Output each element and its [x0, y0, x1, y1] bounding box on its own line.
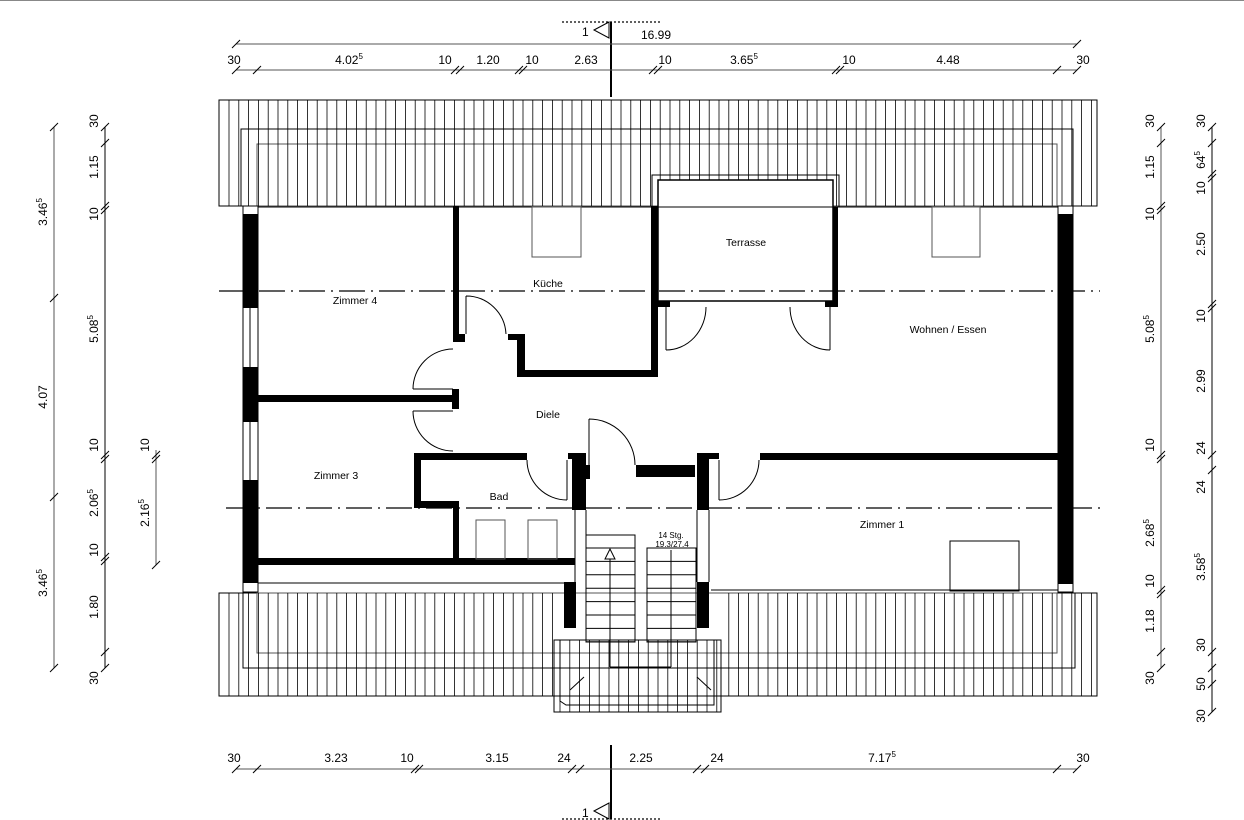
dim-left-inner-0: 30 [87, 114, 101, 128]
dim-right-outer-0: 30 [1194, 114, 1208, 128]
dim-left-inner-7: 1.80 [87, 595, 101, 619]
slope-lines [219, 290, 1100, 509]
dim-right-outer-4: 10 [1194, 309, 1208, 323]
dim-right-inner-8: 30 [1143, 671, 1157, 685]
dim-right-inner-0: 30 [1143, 114, 1157, 128]
room-labels: Zimmer 4 Küche Terrasse Wohnen / Essen D… [314, 237, 987, 531]
dim-left-inner-1: 1.15 [87, 155, 101, 179]
dim-bottom-0: 30 [227, 751, 241, 765]
dim-top-7: 3.655 [730, 52, 758, 67]
stair-ratio: 19.3/27.4 [655, 540, 689, 549]
dim-top-total: 16.99 [641, 28, 671, 42]
stair-step-count: 14 Stg. [658, 531, 683, 540]
dim-bottom-7: 7.175 [868, 750, 896, 765]
dim-left-inner-3: 5.085 [86, 315, 101, 343]
dim-right-outer-9: 30 [1194, 638, 1208, 652]
dim-left-outer-1: 4.07 [36, 385, 50, 409]
dim-top-4: 10 [525, 53, 539, 67]
interior-walls [258, 206, 1058, 628]
dim-left-inner-6: 10 [87, 543, 101, 557]
dim-top-5: 2.63 [574, 53, 598, 67]
room-label-zimmer3: Zimmer 3 [314, 470, 358, 482]
dim-bottom-8: 30 [1076, 751, 1090, 765]
dimension-ticks [49, 39, 1217, 774]
roof-overhang-bottom [218, 592, 1098, 697]
dim-right-outer-8: 3.585 [1193, 553, 1208, 581]
room-label-zimmer4: Zimmer 4 [333, 295, 377, 307]
dim-right-inner-6: 10 [1143, 574, 1157, 588]
dim-left-inner-4: 10 [87, 438, 101, 452]
section-marker-bottom [562, 745, 660, 820]
dim-top-10: 30 [1076, 53, 1090, 67]
section-label-top: 1 [582, 25, 589, 39]
room-label-kueche: Küche [533, 278, 563, 290]
dim-top-6: 10 [658, 53, 672, 67]
dim-right-inner-7: 1.18 [1143, 609, 1157, 633]
staircase [553, 534, 722, 713]
dim-right-outer-10: 50 [1194, 677, 1208, 691]
room-label-terrasse: Terrasse [726, 237, 766, 249]
skylights [475, 206, 1020, 592]
section-label-bottom: 1 [582, 806, 589, 820]
dim-bottom-3: 3.15 [485, 751, 509, 765]
room-label-diele: Diele [536, 409, 560, 421]
room-label-wohnen-essen: Wohnen / Essen [910, 324, 987, 336]
dim-left-small-0: 10 [138, 438, 152, 452]
room-label-zimmer1: Zimmer 1 [860, 519, 904, 531]
dim-top-2: 10 [438, 53, 452, 67]
terrace [651, 174, 840, 302]
dim-right-inner-2: 10 [1143, 207, 1157, 221]
section-marker-top [562, 21, 660, 97]
top-border [0, 0, 1244, 1]
dim-right-outer-6: 24 [1194, 441, 1208, 455]
dim-right-outer-5: 2.99 [1194, 369, 1208, 393]
dim-bottom-4: 24 [557, 751, 571, 765]
dim-bottom-1: 3.23 [324, 751, 348, 765]
dim-top-8: 10 [842, 53, 856, 67]
dim-bottom-6: 24 [710, 751, 724, 765]
dim-right-outer-7: 24 [1194, 480, 1208, 494]
dim-right-inner-3: 5.085 [1142, 315, 1157, 343]
dim-right-inner-4: 10 [1143, 438, 1157, 452]
doors [412, 295, 831, 501]
exterior-walls [242, 205, 1074, 593]
dimension-labels: 30 4.025 10 1.20 10 2.63 10 3.655 10 4.48 30 30 3.23… [35, 52, 1208, 765]
dim-top-1: 4.025 [335, 52, 363, 67]
dim-right-outer-11: 30 [1194, 709, 1208, 723]
dim-left-outer-2: 3.465 [35, 569, 50, 597]
dim-right-outer-2: 10 [1194, 181, 1208, 195]
dim-left-inner-5: 2.065 [86, 489, 101, 517]
room-label-bad: Bad [490, 491, 509, 503]
dim-left-inner-8: 30 [87, 671, 101, 685]
dimension-lines [53, 43, 1213, 770]
dim-right-outer-1: 645 [1193, 151, 1208, 169]
dim-left-inner-2: 10 [87, 207, 101, 221]
dim-bottom-2: 10 [400, 751, 414, 765]
dim-top-0: 30 [227, 53, 241, 67]
dim-bottom-5: 2.25 [629, 751, 653, 765]
dim-top-9: 4.48 [936, 53, 960, 67]
dim-top-3: 1.20 [476, 53, 500, 67]
dim-right-outer-3: 2.50 [1194, 232, 1208, 256]
dim-right-inner-1: 1.15 [1143, 155, 1157, 179]
dim-right-inner-5: 2.685 [1142, 519, 1157, 547]
dim-left-small-1: 2.165 [137, 499, 152, 527]
dim-left-outer-0: 3.465 [35, 198, 50, 226]
